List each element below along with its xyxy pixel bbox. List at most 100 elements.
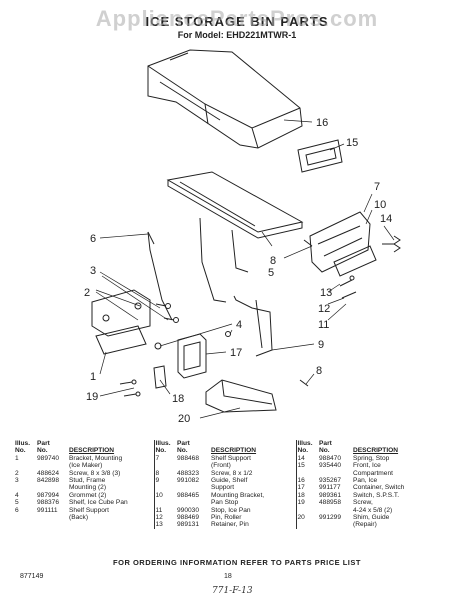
description-cell: Support [211, 484, 235, 492]
description-cell: Shelf, Ice Cube Pan [69, 499, 128, 507]
illus-no-cell: 19 [295, 499, 318, 507]
part-no-cell [176, 484, 210, 491]
header-no: No. [295, 447, 318, 455]
part-no-cell: 989131 [177, 521, 200, 529]
description-cell: Pin, Roller [211, 514, 242, 522]
description-cell: (Ice Maker) [69, 462, 103, 470]
ordering-note: FOR ORDERING INFORMATION REFER TO PARTS … [113, 558, 361, 567]
callout-3: 3 [90, 265, 96, 277]
description-cell: Mounting (2) [69, 484, 107, 492]
callout-20: 20 [178, 413, 190, 425]
description-cell: Pan, Ice [353, 477, 378, 485]
part-no-cell [318, 470, 352, 477]
illus-no-cell: 12 [153, 514, 176, 522]
part-no-cell [176, 499, 210, 506]
illus-no-cell: 11 [153, 506, 176, 515]
callout-13: 13 [320, 287, 332, 299]
callout-10: 10 [374, 199, 386, 211]
description-cell: Shelf Support [69, 506, 109, 514]
part-no-cell: 488624 [37, 469, 60, 477]
shelf-support-back-drawing [147, 231, 173, 321]
illus-no-cell [295, 469, 318, 478]
illus-no-cell: 8 [153, 469, 176, 478]
illus-no-cell: 18 [295, 491, 318, 500]
part-no-cell [36, 521, 68, 528]
table-header-row-1: Illus. Part Illus. Part Illus. Part [14, 440, 438, 448]
callout-12: 12 [318, 303, 330, 315]
illus-no-cell [14, 521, 36, 528]
illus-no-cell: 9 [153, 477, 176, 485]
exploded-parts-diagram: 16 15 7 10 14 6 8 3 5 13 2 12 4 11 17 9 … [84, 49, 401, 425]
illus-no-cell [153, 462, 176, 470]
illus-no-cell [153, 499, 176, 507]
illus-no-cell: 17 [295, 484, 318, 492]
callout-8-bottom: 8 [316, 365, 322, 377]
part-no-cell: 990030 [177, 506, 200, 514]
header-illus: Illus. [15, 440, 31, 447]
description-cell: Stop, Ice Pan [211, 506, 251, 514]
illus-no-cell [295, 521, 318, 529]
illus-no-cell: 10 [153, 491, 176, 500]
description-cell: Screw, [353, 499, 373, 507]
ice-cube-pan-shelf-drawing [166, 171, 304, 239]
description-cell: Mounting Bracket, [211, 491, 265, 499]
description-cell: Bracket, Mounting [69, 454, 123, 462]
description-cell: Front, Ice [353, 462, 381, 470]
part-no-cell: 991299 [319, 514, 342, 522]
part-no-cell: 988376 [37, 499, 60, 507]
part-no-cell: 842898 [37, 477, 60, 485]
part-no-cell: 989361 [319, 491, 342, 499]
description-cell: Retainer, Pin [211, 521, 249, 529]
part-no-cell [318, 521, 352, 528]
header-part: Part [319, 440, 332, 447]
part-no-cell: 988469 [177, 514, 200, 522]
part-no-cell [36, 514, 68, 521]
part-no-cell [36, 484, 68, 491]
part-no-cell: 991082 [177, 477, 200, 485]
header-description: DESCRIPTION [353, 447, 399, 455]
description-cell: Spring, Stop [353, 454, 390, 462]
illus-no-cell: 20 [295, 514, 318, 522]
watermark-logo: AppliancePartsPros.com [95, 6, 379, 31]
page-title: ICE STORAGE BIN PARTS [145, 14, 329, 29]
illus-no-cell [14, 484, 36, 491]
description-cell: Switch, S.P.S.T. [353, 491, 400, 499]
illus-no-cell: 15 [295, 462, 318, 470]
publication-number: 877149 [20, 573, 44, 580]
header-description: DESCRIPTION [69, 447, 115, 455]
spring-stop-drawing [382, 235, 401, 253]
header-illus: Illus. [295, 440, 318, 448]
switch-container-drawing [177, 333, 207, 379]
description-cell: (Front) [211, 462, 231, 470]
grommet-drawing [154, 331, 231, 350]
switch-drawing [153, 365, 167, 389]
screws-drawing [119, 379, 141, 397]
callout-7: 7 [374, 181, 380, 193]
part-no-cell: 988470 [319, 454, 342, 462]
part-no-cell [36, 462, 68, 469]
header-no: No. [177, 447, 188, 455]
callout-6: 6 [90, 233, 96, 245]
callout-5: 5 [268, 267, 274, 279]
description-cell: Grommet (2) [69, 491, 107, 499]
callout-14: 14 [380, 213, 392, 225]
illus-no-cell: 14 [295, 454, 318, 463]
header-description: DESCRIPTION [211, 447, 257, 455]
header-no: No. [153, 447, 176, 455]
table-header-row-2: No. No. DESCRIPTION No. No. DESCRIPTION … [14, 447, 438, 455]
parts-list-table: Illus. Part Illus. Part Illus. Part No. … [14, 440, 438, 529]
part-no-cell: 989740 [37, 454, 60, 462]
page-number: 18 [224, 573, 232, 580]
description-cell [68, 521, 154, 528]
illus-no-cell: 7 [153, 454, 176, 463]
part-no-cell: 988465 [177, 491, 200, 499]
callout-9: 9 [318, 339, 324, 351]
